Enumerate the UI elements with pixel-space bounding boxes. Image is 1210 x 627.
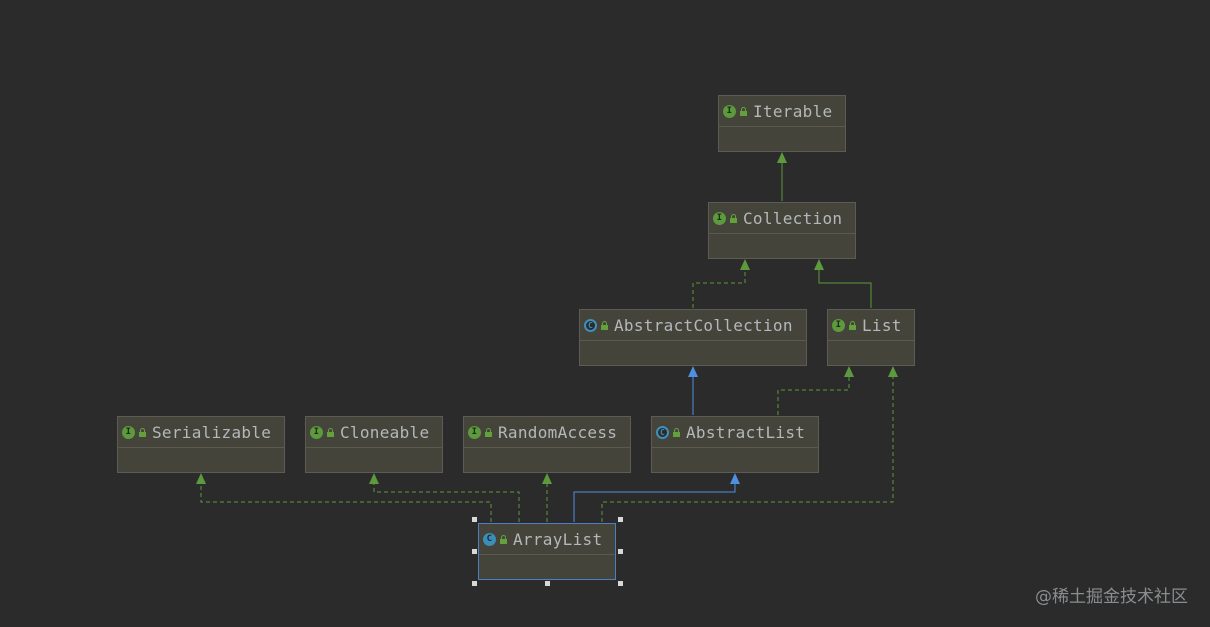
node-label: List (862, 315, 902, 335)
node-label: RandomAccess (498, 422, 618, 442)
edge-abstractlist-list (777, 377, 850, 415)
public-lock-icon (500, 534, 507, 544)
arrowhead-serializable (196, 473, 206, 484)
resize-handle-bottom-right[interactable] (618, 581, 623, 586)
public-lock-icon (740, 106, 747, 116)
interface-icon: I (310, 425, 323, 439)
arrowhead-collection-left (740, 259, 750, 270)
arrowhead-list-right (888, 366, 898, 377)
public-lock-icon (139, 427, 146, 437)
resize-handle-bottom-center[interactable] (545, 581, 550, 586)
node-label: Cloneable (340, 422, 430, 442)
public-lock-icon (730, 213, 737, 223)
node-abstract-list[interactable]: C AbstractList (651, 416, 819, 473)
resize-handle-top-left[interactable] (472, 517, 477, 522)
watermark: @稀土掘金技术社区 (1035, 587, 1188, 607)
edge-arraylist-list (601, 377, 894, 522)
interface-icon: I (713, 211, 726, 225)
node-array-list[interactable]: C ArrayList (478, 523, 616, 580)
abstract-class-icon: C (656, 425, 669, 439)
node-abstract-collection[interactable]: C AbstractCollection (579, 309, 807, 366)
arrowhead-abstractcollection (688, 366, 698, 377)
abstract-class-icon: C (584, 318, 597, 332)
resize-handle-mid-left[interactable] (472, 549, 477, 554)
node-iterable[interactable]: I Iterable (718, 95, 846, 152)
public-lock-icon (673, 427, 680, 437)
node-collection[interactable]: I Collection (708, 202, 856, 259)
public-lock-icon (327, 427, 334, 437)
node-list[interactable]: I List (827, 309, 915, 366)
interface-icon: I (122, 425, 135, 439)
arrowhead-iterable (777, 152, 787, 163)
arrowhead-abstractlist (730, 473, 740, 484)
edge-arraylist-serializable (200, 484, 492, 522)
arrowhead-collection-right (814, 259, 824, 270)
node-label: ArrayList (513, 529, 603, 549)
resize-handle-bottom-left[interactable] (472, 581, 477, 586)
node-label: Collection (743, 208, 843, 228)
resize-handle-top-right[interactable] (618, 517, 623, 522)
public-lock-icon (849, 320, 856, 330)
arrowhead-cloneable (369, 473, 379, 484)
public-lock-icon (485, 427, 492, 437)
edge-abstractcollection-collection (692, 270, 746, 308)
node-label: Serializable (152, 422, 272, 442)
node-random-access[interactable]: I RandomAccess (463, 416, 631, 473)
node-label: AbstractList (686, 422, 806, 442)
arrowhead-randomaccess (542, 473, 552, 484)
node-label: AbstractCollection (614, 315, 793, 335)
edge-arraylist-cloneable (373, 484, 520, 522)
arrowhead-list-left (844, 366, 854, 377)
edge-list-collection (818, 270, 872, 308)
node-cloneable[interactable]: I Cloneable (305, 416, 443, 473)
public-lock-icon (601, 320, 608, 330)
class-icon: C (483, 532, 496, 546)
interface-icon: I (723, 104, 736, 118)
node-serializable[interactable]: I Serializable (117, 416, 285, 473)
node-label: Iterable (753, 101, 833, 121)
edge-arraylist-abstractlist (573, 484, 736, 522)
resize-handle-mid-right[interactable] (618, 549, 623, 554)
interface-icon: I (832, 318, 845, 332)
interface-icon: I (468, 425, 481, 439)
